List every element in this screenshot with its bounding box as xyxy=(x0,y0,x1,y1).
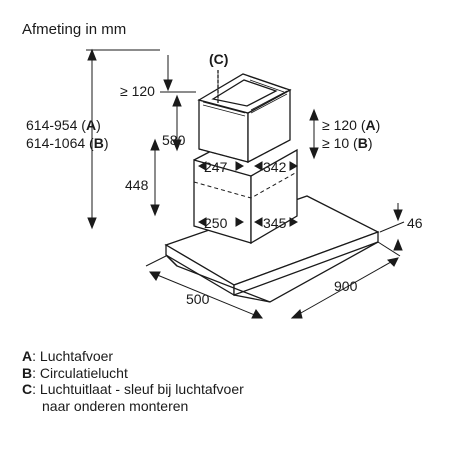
chimney-upper xyxy=(197,70,292,164)
label-900: 900 xyxy=(334,278,358,294)
label-345: 345 xyxy=(263,215,287,231)
legend-item-c: C: Luchtuitlaat - sleuf bij luchtafvoer xyxy=(22,381,244,397)
label-250: 250 xyxy=(204,215,228,231)
canopy-bevel-right xyxy=(233,241,379,303)
label-clearance-b: ≥ 10 (B) xyxy=(322,135,373,151)
label-342: 342 xyxy=(263,159,287,175)
label-448: 448 xyxy=(125,177,149,193)
label-500: 500 xyxy=(186,291,210,307)
label-height-b: 614-1064 (B) xyxy=(26,135,109,151)
label-580: 580 xyxy=(162,132,186,148)
label-clearance-a: ≥ 120 (A) xyxy=(322,117,380,133)
canopy xyxy=(164,195,380,303)
label-height-a: 614-954 (A) xyxy=(26,117,101,133)
overlap-dashes xyxy=(193,139,298,199)
diagram-title: Afmeting in mm xyxy=(22,21,127,38)
legend-item-b: B: Circulatielucht xyxy=(22,364,128,381)
label-min-gap-top: ≥ 120 xyxy=(120,83,155,99)
dimension-lines xyxy=(86,48,405,319)
canopy-bevel-edge xyxy=(165,254,178,267)
dim-500 xyxy=(149,271,263,319)
legend: A: Luchtafvoer B: Circulatielucht C: Luc… xyxy=(22,348,244,414)
legend-item-c-continued: naar onderen monteren xyxy=(42,397,189,414)
label-247: 247 xyxy=(204,159,228,175)
vent-slots xyxy=(202,75,288,117)
legend-item-a: A: Luchtafvoer xyxy=(22,348,114,364)
chimney-upper-opening xyxy=(211,79,278,107)
label-c: (C) xyxy=(209,51,228,67)
label-46: 46 xyxy=(407,215,423,231)
dim-900 xyxy=(291,257,399,319)
